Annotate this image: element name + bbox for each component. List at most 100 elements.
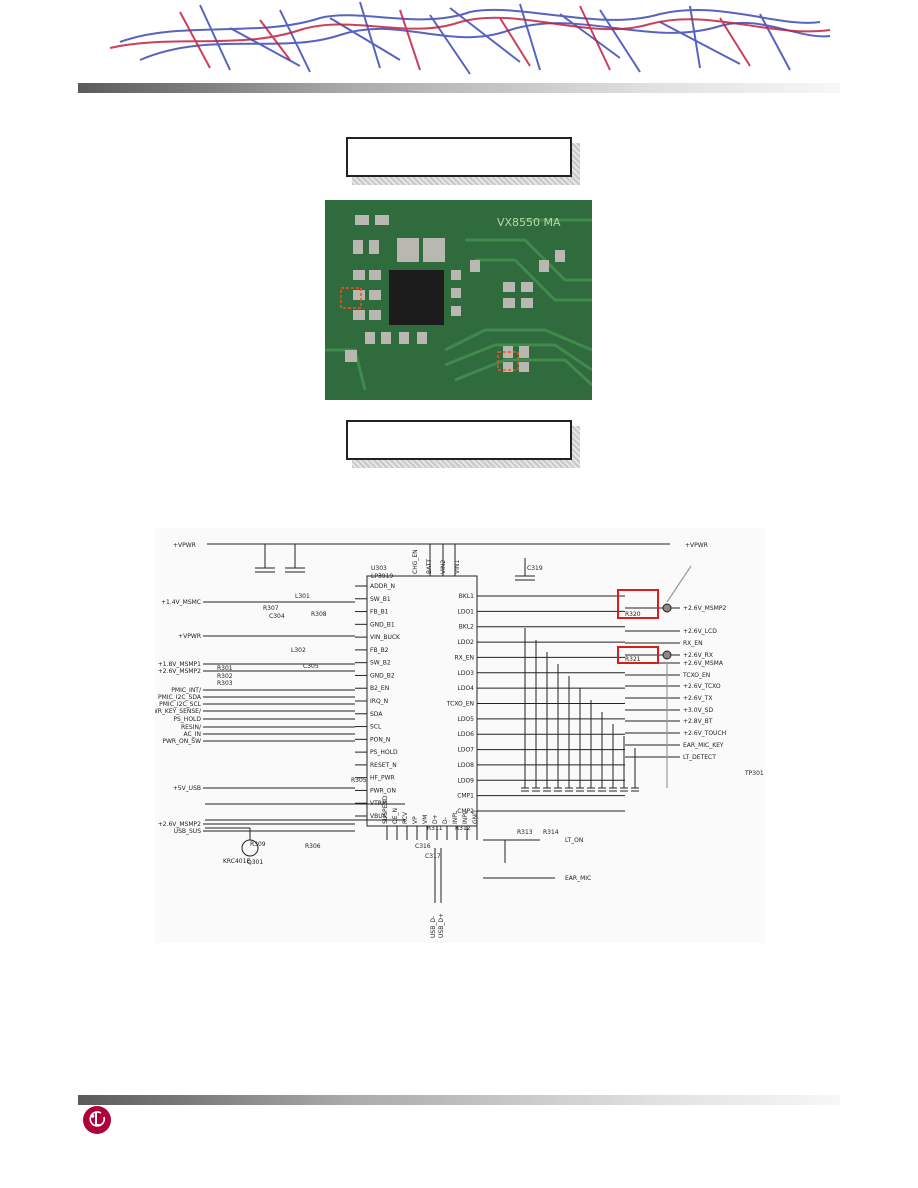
lg-logo [83, 1106, 111, 1134]
pmic-schematic: U303 LP3919 +VPWR +VPWR TP301 KRC401E AD… [155, 528, 765, 943]
net-label: +2.6V_TOUCH [683, 730, 726, 737]
part-ref: Q301 [247, 859, 263, 866]
net-label: PMIC_I2C_SCL [159, 701, 202, 708]
chip-pin-label: SW_B2 [370, 660, 391, 667]
part-ref: R311 [427, 825, 443, 832]
net-label: +VPWR [685, 542, 708, 549]
chip-pin-label: LDO2 [457, 639, 474, 646]
net-label: EAR_MIC [565, 875, 591, 882]
callout-arrow [666, 565, 692, 603]
chip-pin-label: BATT [426, 559, 433, 574]
bottom-divider [78, 1095, 840, 1105]
chip-pin-label: BKL1 [459, 593, 474, 600]
chip-pin-label: RX_EN [454, 654, 474, 661]
net-label: USB_D- [430, 916, 437, 938]
chip-part: LP3919 [371, 573, 393, 580]
net-label: EAR_MIC_KEY [683, 742, 724, 749]
net-label: +VPWR [173, 542, 196, 549]
chip-pin-label: HF_PWR [370, 775, 395, 782]
net-label: +2.6V_TX [683, 695, 712, 702]
part-ref: R302 [217, 673, 233, 680]
chip-pin-label: GND_B1 [370, 621, 395, 628]
chip-pin-label: CMP1 [457, 793, 474, 800]
net-label: +2.6V_MSMP2 [683, 605, 726, 612]
part-ref: R309 [250, 841, 266, 848]
chip-pin-label: LDO9 [457, 777, 474, 784]
chip-pin-label: OE_N [392, 808, 399, 824]
part-ref: L302 [291, 647, 306, 654]
part-ref: C319 [527, 565, 543, 572]
highlight-box [617, 646, 659, 664]
chip-pin-label: B2_EN [370, 685, 389, 692]
part-ref: C304 [269, 613, 285, 620]
chip-pin-label: GND [472, 810, 479, 824]
chip-pin-label: SDA [370, 711, 383, 718]
chip-pin-label: D+ [432, 814, 439, 824]
net-label: +2.6V_MSMP2 [158, 668, 201, 675]
chip-pin-label: LDO3 [457, 670, 474, 677]
net-label: RESIN/ [181, 724, 202, 731]
net-label: +2.6V_RX [683, 652, 713, 659]
highlight-marker [497, 351, 519, 371]
net-label: +VPWR [178, 633, 201, 640]
chip-pin-label: LDO1 [457, 608, 474, 615]
highlight-box [617, 589, 659, 619]
test-point-marker [662, 603, 672, 613]
chip-pin-label: LDO7 [457, 747, 474, 754]
chip-pin-label: VIN2 [440, 560, 447, 574]
chip-pin-label: VIN_BUCK [370, 634, 401, 641]
part-ref: R301 [217, 665, 233, 672]
net-label: +2.6V_TCXO [683, 683, 721, 690]
part-ref: C317 [425, 853, 441, 860]
net-label: +2.6V_LCD [683, 628, 717, 635]
chip-pin-label: PS_HOLD [370, 749, 398, 756]
net-label: RX_EN [683, 640, 703, 647]
net-label: +5V_USB [173, 785, 201, 792]
chip-pin-label: VM [422, 815, 429, 824]
board-marking: VX8550 MA [497, 216, 561, 229]
pcb-photo: VX8550 MA [325, 200, 592, 400]
chip-pin-label: LDO4 [457, 685, 474, 692]
net-label: +3.0V_SD [683, 707, 713, 714]
part-ref: R312 [455, 825, 471, 832]
net-label: LT_DETECT [683, 754, 716, 761]
chip-pin-label: FB_B2 [370, 647, 389, 654]
part-ref: R314 [543, 829, 559, 836]
part-ref: R307 [263, 605, 279, 612]
net-label: PWR_KEY_SENSE/ [155, 708, 202, 715]
test-point-marker [662, 650, 672, 660]
chip-pin-label: LDO6 [457, 731, 474, 738]
chip-pin-label: SW_B1 [370, 596, 391, 603]
chip-pin-label: TCXO_EN [446, 701, 474, 708]
chip-pin-label: LDO5 [457, 716, 474, 723]
part-ref: R308 [311, 611, 327, 618]
net-label: +1.4V_MSMC [161, 599, 201, 606]
chip-pin-label: GND_B2 [370, 672, 395, 679]
chip-pin-label: D- [442, 817, 449, 824]
net-label: USB_D+ [438, 913, 445, 938]
net-label: LT_ON [565, 837, 583, 844]
chip-ref: U303 [371, 565, 387, 572]
chip-pin-label: SCL [370, 724, 382, 731]
top-divider [78, 83, 840, 93]
chip-pin-label: BKL2 [459, 624, 474, 631]
net-label: USB_SUS [174, 828, 202, 835]
part-ref: R305 [351, 777, 367, 784]
part-ref: C305 [303, 663, 319, 670]
net-label: TCXO_EN [682, 672, 710, 679]
part-ref: C316 [415, 843, 431, 850]
chip-pin-label: IRQ_N [370, 698, 388, 705]
transistor-label: KRC401E [223, 858, 250, 865]
chip-pin-label: INPL [462, 810, 469, 824]
net-label: +2.6V_MSMP2 [158, 821, 201, 828]
chip-pin-label: SUSPEND [382, 795, 389, 824]
section-label-box-top [346, 137, 572, 177]
chip-pin-label: VBUS [370, 813, 387, 820]
chip-pin-label: PON_N [370, 736, 390, 743]
chip-pin-label: VIN1 [454, 560, 461, 574]
banner-artwork [109, 1, 831, 75]
chip-pin-label: LDO8 [457, 762, 474, 769]
part-ref: L301 [295, 593, 310, 600]
part-ref: R313 [517, 829, 533, 836]
net-label: PMIC_INT/ [171, 687, 202, 694]
